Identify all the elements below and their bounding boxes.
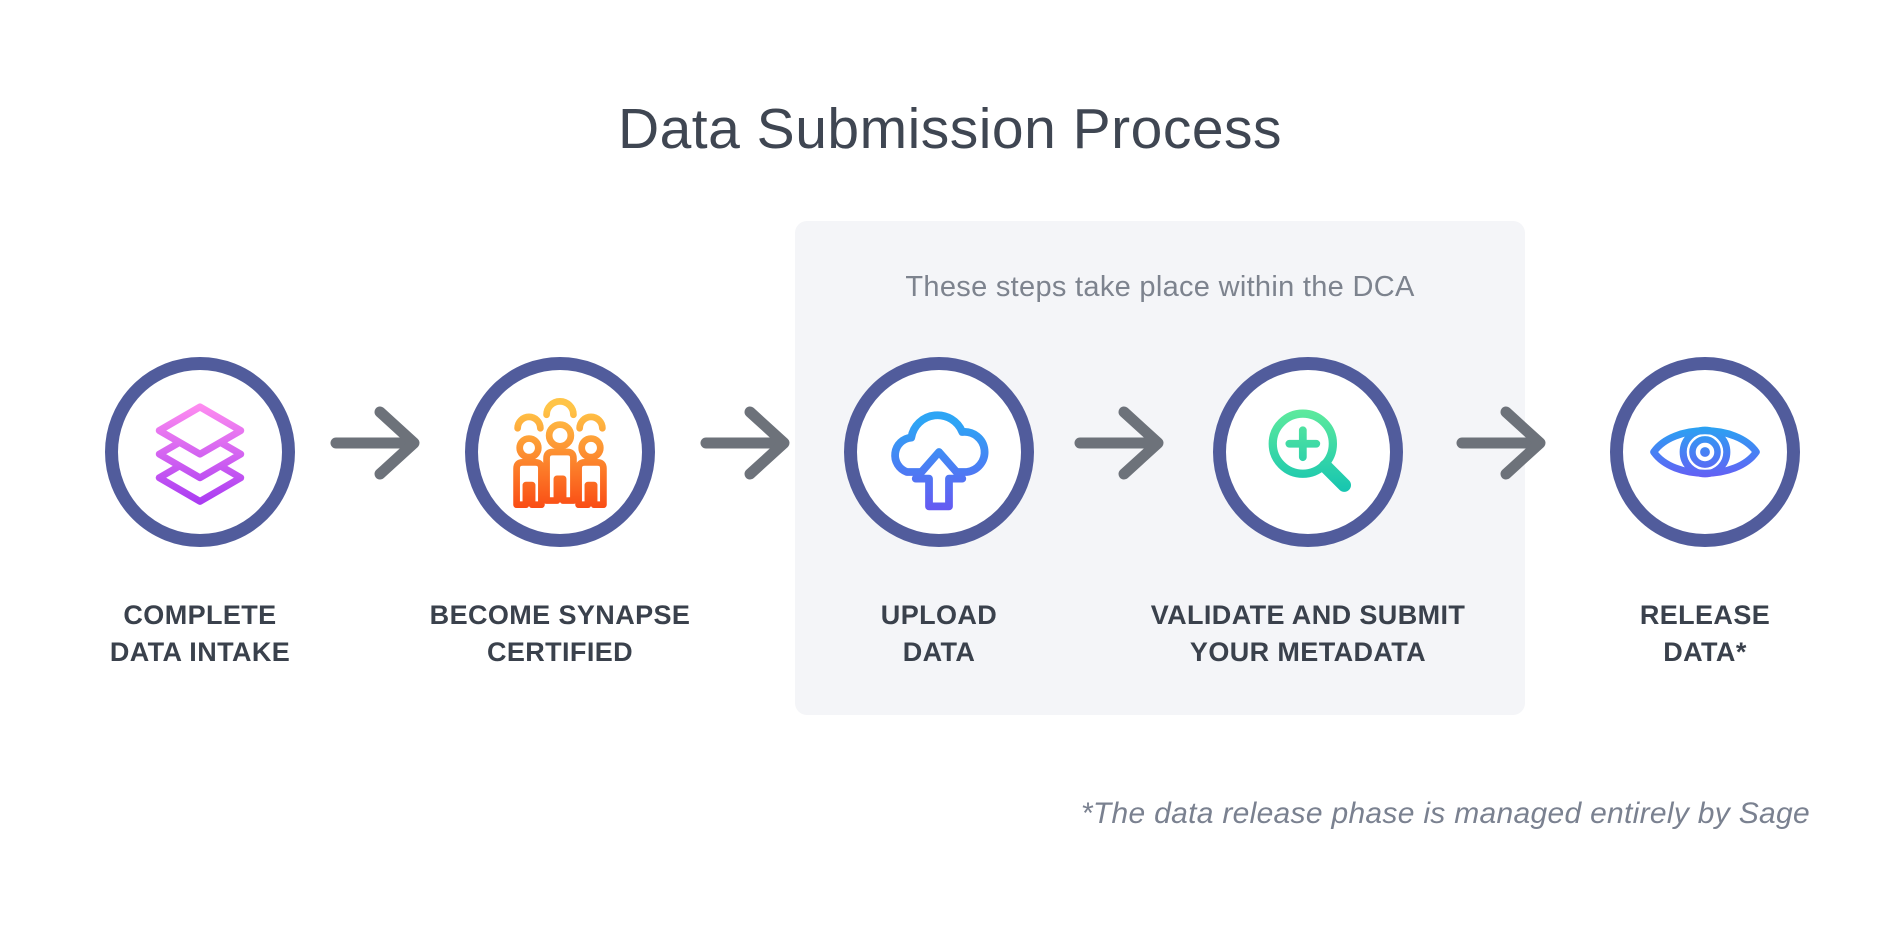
step-release-data: RELEASE DATA* bbox=[1530, 357, 1880, 671]
arrow-right-icon bbox=[1074, 398, 1174, 488]
step-label: RELEASE DATA* bbox=[1639, 600, 1771, 667]
arrow-right-icon bbox=[700, 398, 800, 488]
step-validate-and-submit-metadata: VALIDATE AND SUBMIT YOUR METADATA bbox=[1133, 357, 1483, 671]
step-circle bbox=[1610, 357, 1800, 547]
step-circle bbox=[105, 357, 295, 547]
eye-icon bbox=[1650, 426, 1760, 478]
step-circle bbox=[844, 357, 1034, 547]
arrow-right-icon bbox=[330, 398, 430, 488]
step-label: UPLOAD DATA bbox=[880, 600, 998, 667]
dca-panel-caption: These steps take place within the DCA bbox=[905, 271, 1415, 303]
step-circle bbox=[1213, 357, 1403, 547]
step-complete-data-intake: COMPLETE DATA INTAKE bbox=[25, 357, 375, 671]
step-label: COMPLETE DATA INTAKE bbox=[109, 600, 291, 667]
step-upload-data: UPLOAD DATA bbox=[764, 357, 1114, 671]
step-label: VALIDATE AND SUBMIT YOUR METADATA bbox=[1150, 600, 1466, 667]
release-footnote: *The data release phase is managed entir… bbox=[1080, 797, 1810, 830]
magnifier-plus-icon bbox=[1268, 409, 1352, 492]
arrow-right-icon bbox=[1456, 398, 1556, 488]
cloud-upload-icon bbox=[891, 411, 989, 511]
step-become-synapse-certified: BECOME SYNAPSE CERTIFIED bbox=[385, 357, 735, 671]
page-title: Data Submission Process bbox=[617, 97, 1283, 161]
step-label: BECOME SYNAPSE CERTIFIED bbox=[429, 600, 691, 667]
layers-icon bbox=[155, 403, 245, 505]
step-circle bbox=[465, 357, 655, 547]
people-group-icon bbox=[513, 398, 607, 509]
